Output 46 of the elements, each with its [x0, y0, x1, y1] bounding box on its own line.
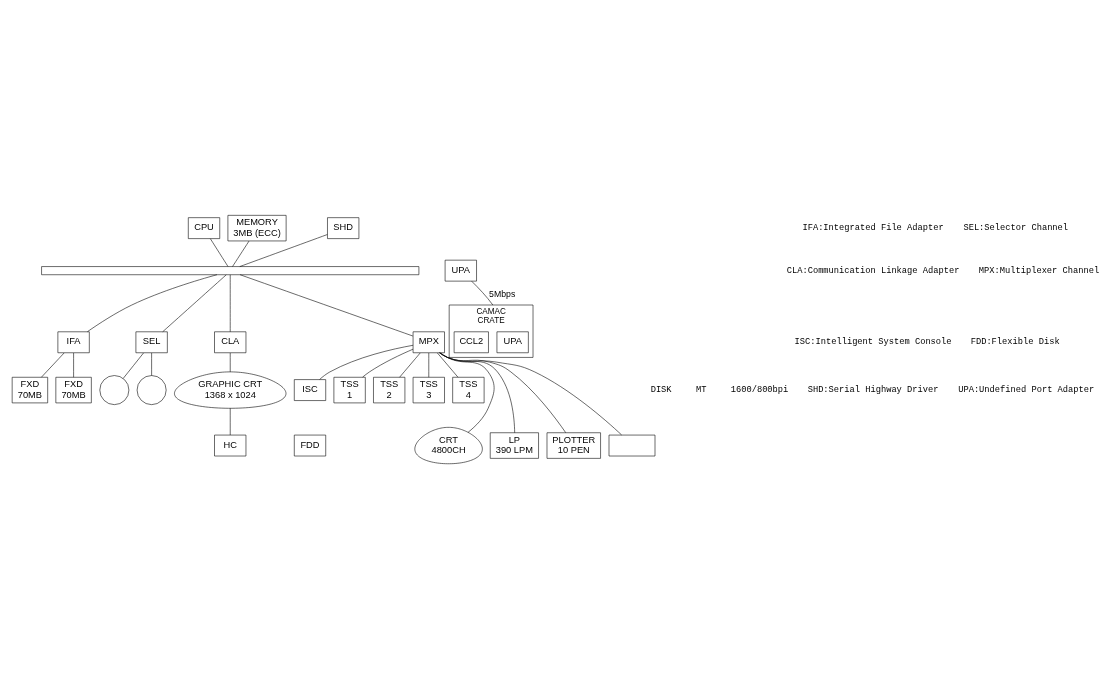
node-circle: [99, 375, 130, 405]
node-bar: [41, 266, 420, 275]
connector: [471, 280, 494, 306]
node-box: [608, 434, 656, 457]
node-box: TSS 1: [333, 377, 366, 404]
connector: [232, 240, 250, 267]
connector: [439, 352, 622, 436]
node-box: TSS 3: [412, 377, 445, 404]
label: FDD:Flexible Disk: [970, 337, 1060, 348]
node-box: LP 390 LPM: [489, 432, 539, 459]
node-box: CLA: [214, 331, 247, 354]
node-box: SEL: [135, 331, 168, 354]
edge-label: 5Mbps: [489, 289, 516, 300]
connector: [239, 234, 328, 267]
node-box: MEMORY 3MB (ECC): [227, 215, 287, 242]
label: DISK: [650, 385, 672, 396]
node-box: FXD 70MB: [55, 377, 92, 404]
label: 1600/800bpi: [730, 385, 789, 396]
node-box: HC: [214, 434, 247, 457]
node-box: CCL2: [453, 331, 489, 354]
node-box: TSS 2: [373, 377, 406, 404]
node-box: IFA: [57, 331, 90, 354]
node-box: CPU: [188, 217, 221, 239]
node-circle: [136, 375, 167, 405]
label: IFA:Integrated File Adapter: [802, 223, 944, 234]
connector: [87, 274, 218, 332]
node-box: MPX: [412, 331, 445, 354]
node-box: FXD 70MB: [11, 377, 48, 404]
label: UPA:Undefined Port Adapter: [958, 385, 1095, 396]
node-box: SHD: [327, 217, 360, 239]
label: SHD:Serial Highway Driver: [807, 385, 939, 396]
node-box: ISC: [294, 379, 327, 401]
connector: [437, 352, 459, 378]
label: SEL:Selector Channel: [963, 223, 1069, 234]
connector: [439, 352, 566, 433]
connector: [439, 352, 515, 433]
node-box: FDD: [294, 434, 327, 457]
label: MT: [696, 385, 707, 396]
node-box: PLOTTER 10 PEN: [546, 432, 601, 459]
node-box: TSS 4: [452, 377, 485, 404]
label: ISC:Intelligent System Console: [794, 337, 952, 348]
label: CLA:Communication Linkage Adapter: [786, 265, 960, 276]
node-box: UPA: [444, 259, 477, 282]
label: MPX:Multiplexer Channel: [978, 265, 1100, 276]
connector: [440, 352, 495, 433]
node-box: UPA: [496, 331, 529, 354]
